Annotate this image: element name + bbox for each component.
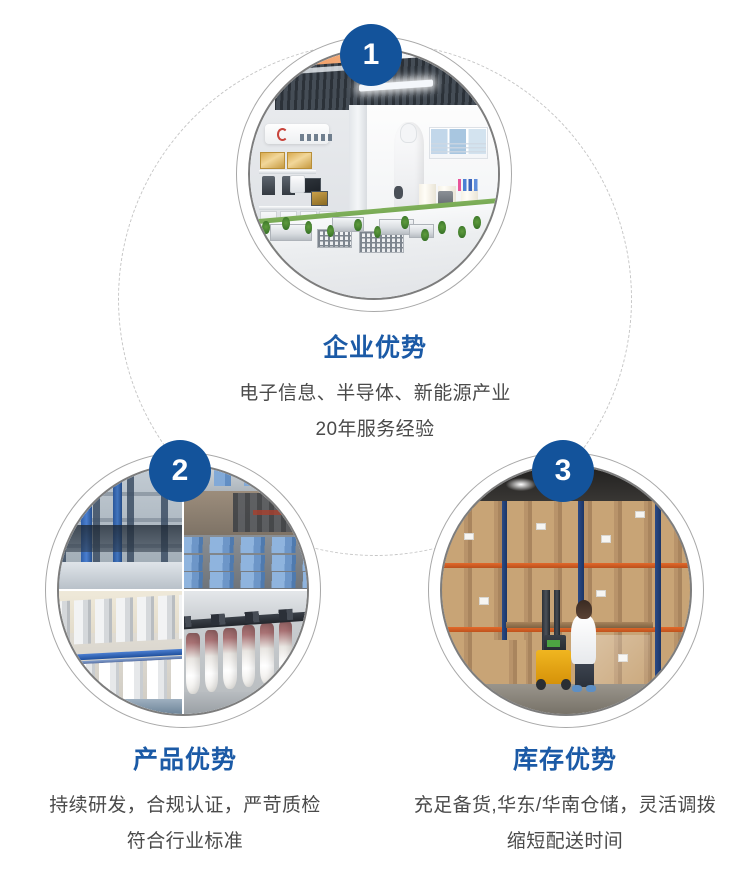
advantage-node-1: 1 bbox=[236, 24, 512, 312]
caption-line-2-2: 符合行业标准 bbox=[126, 831, 244, 853]
step-badge-1: 1 bbox=[340, 24, 402, 86]
photo-quadrant-hanging-formers bbox=[183, 590, 307, 714]
company-showroom-photo bbox=[248, 48, 500, 300]
production-line-photo bbox=[57, 464, 309, 716]
caption-line-1-2: 20年服务经验 bbox=[315, 419, 435, 441]
advantage-node-3: 3 bbox=[428, 440, 704, 728]
caption-line-1-1: 电子信息、半导体、新能源产业 bbox=[239, 383, 511, 404]
caption-title-2: 产品优势 bbox=[132, 746, 237, 774]
caption-line-3-2: 缩短配送时间 bbox=[506, 831, 624, 853]
caption-title-1: 企业优势 bbox=[322, 334, 427, 362]
caption-line-2-1: 持续研发，合规认证，严苛质检 bbox=[49, 795, 321, 816]
advantage-node-2: 2 bbox=[45, 440, 321, 728]
caption-1: 企业优势 电子信息、半导体、新能源产业 20年服务经验 bbox=[75, 333, 675, 448]
caption-2: 产品优势 持续研发，合规认证，严苛质检 符合行业标准 bbox=[0, 745, 370, 860]
caption-3: 库存优势 充足备货,华东/华南仓储，灵活调拨 缩短配送时间 bbox=[380, 745, 750, 860]
caption-line-3-1: 充足备货,华东/华南仓储，灵活调拨 bbox=[413, 795, 717, 816]
caption-title-3: 库存优势 bbox=[512, 746, 617, 774]
photo-quadrant-formers-row bbox=[59, 590, 182, 714]
step-badge-3: 3 bbox=[532, 440, 594, 502]
step-badge-2: 2 bbox=[149, 440, 211, 502]
